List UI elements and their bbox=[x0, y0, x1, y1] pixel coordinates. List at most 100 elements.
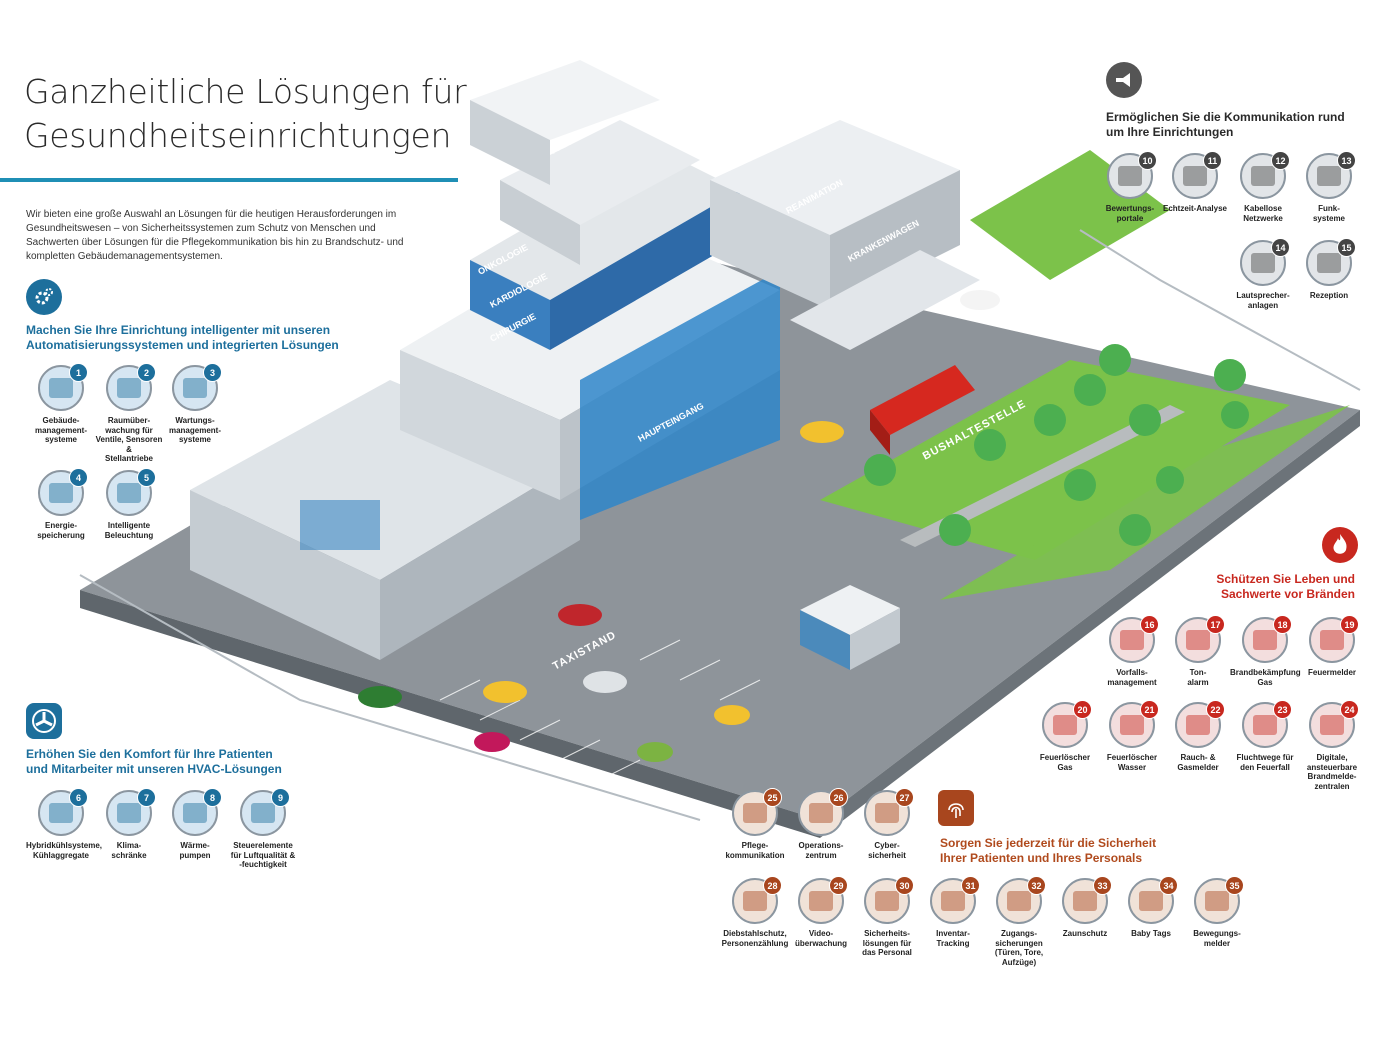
item-number-badge: 17 bbox=[1206, 615, 1225, 634]
fingerprint-icon bbox=[938, 790, 974, 826]
gears-icon bbox=[26, 279, 62, 315]
inventory-icon: 31 bbox=[930, 876, 980, 924]
server-icon: 27 bbox=[864, 788, 914, 836]
item-number-badge: 34 bbox=[1159, 876, 1178, 895]
fence bbox=[79, 229, 1361, 821]
park-right bbox=[940, 405, 1350, 600]
item-label: Feuerlöscher Wasser bbox=[1106, 753, 1158, 772]
access-control-icon: 32 bbox=[996, 876, 1046, 924]
smoke-detector-icon: 22 bbox=[1175, 700, 1225, 748]
item-label: Wartungs- management- systeme bbox=[168, 416, 221, 444]
radio-tower-icon: 13 bbox=[1306, 151, 1356, 199]
item-number-badge: 32 bbox=[1027, 876, 1046, 895]
title-line-2: Gesundheitseinrichtungen bbox=[24, 116, 452, 155]
trees bbox=[864, 344, 1249, 546]
ground-edge-right bbox=[820, 410, 1360, 838]
item-number-badge: 3 bbox=[203, 363, 222, 382]
lighting-icon: 5 bbox=[106, 468, 156, 516]
item-number-badge: 10 bbox=[1138, 151, 1157, 170]
security-heading: Sorgen Sie jederzeit für die Sicherheit … bbox=[940, 836, 1157, 865]
item-number-badge: 35 bbox=[1225, 876, 1244, 895]
air-quality-icon: 9 bbox=[240, 788, 290, 836]
bus bbox=[870, 365, 975, 455]
item-label: Echtzeit-Analyse bbox=[1162, 204, 1228, 213]
operations-icon: 26 bbox=[798, 788, 848, 836]
page-title: Ganzheitliche Lösungen für Gesundheitsei… bbox=[24, 70, 484, 158]
megaphone-icon bbox=[1106, 62, 1142, 98]
item-number-badge: 19 bbox=[1340, 615, 1359, 634]
item-label: Zugangs- sicherungen (Türen, Tore, Aufzü… bbox=[994, 929, 1044, 967]
realtime-analysis-icon: 11 bbox=[1172, 151, 1222, 199]
item-number-badge: 14 bbox=[1271, 238, 1290, 257]
sprinkler-gas-icon: 20 bbox=[1042, 700, 1092, 748]
reception-icon: 15 bbox=[1306, 238, 1356, 286]
item-label: Energie- speicherung bbox=[37, 521, 85, 540]
item-label: Wärme- pumpen bbox=[179, 841, 211, 860]
ground-edge bbox=[80, 590, 820, 838]
security-booth bbox=[800, 585, 900, 670]
fire-panel-icon: 24 bbox=[1309, 700, 1359, 748]
item-label: Pflege- kommunikation bbox=[725, 841, 785, 860]
item-label: Digitale, ansteuerbare Brandmelde- zentr… bbox=[1306, 753, 1358, 791]
cooling-icon: 6 bbox=[38, 788, 88, 836]
cars bbox=[358, 290, 1000, 762]
item-label: Feuerlöscher Gas bbox=[1039, 753, 1091, 772]
eas-gate-icon: 28 bbox=[732, 876, 782, 924]
item-label: Klima- schränke bbox=[111, 841, 147, 860]
item-label: Bewegungs- melder bbox=[1193, 929, 1241, 948]
item-number-badge: 11 bbox=[1203, 151, 1222, 170]
item-number-badge: 24 bbox=[1340, 700, 1359, 719]
right-building bbox=[710, 120, 980, 350]
item-number-badge: 28 bbox=[763, 876, 782, 895]
item-label: Sicherheits- lösungen für das Personal bbox=[862, 929, 912, 957]
fence-icon: 33 bbox=[1062, 876, 1112, 924]
baby-tag-icon: 34 bbox=[1128, 876, 1178, 924]
intro-text: Wir bieten eine große Auswahl an Lösunge… bbox=[26, 209, 404, 262]
incident-icon: 16 bbox=[1109, 615, 1159, 663]
item-number-badge: 2 bbox=[137, 363, 156, 382]
item-number-badge: 13 bbox=[1337, 151, 1356, 170]
title-underline bbox=[0, 178, 458, 182]
item-number-badge: 8 bbox=[203, 788, 222, 807]
item-label: Inventar- Tracking bbox=[936, 929, 970, 948]
title-line-1: Ganzheitliche Lösungen für bbox=[24, 72, 467, 111]
maintenance-icon: 3 bbox=[172, 363, 222, 411]
fire-detector-icon: 19 bbox=[1309, 615, 1359, 663]
fan-icon bbox=[26, 703, 62, 739]
automation-heading: Machen Sie Ihre Einrichtung intelligente… bbox=[26, 323, 339, 352]
item-label: Funk- systeme bbox=[1312, 204, 1346, 223]
item-number-badge: 7 bbox=[137, 788, 156, 807]
item-number-badge: 5 bbox=[137, 468, 156, 487]
item-number-badge: 20 bbox=[1073, 700, 1092, 719]
speaker-icon: 14 bbox=[1240, 238, 1290, 286]
item-label: Operations- zentrum bbox=[798, 841, 844, 860]
item-number-badge: 18 bbox=[1273, 615, 1292, 634]
item-number-badge: 15 bbox=[1337, 238, 1356, 257]
park-path bbox=[900, 405, 1185, 547]
item-label: Rezeption bbox=[1309, 291, 1349, 300]
fire-heading: Schützen Sie Leben und Sachwerte vor Brä… bbox=[1216, 572, 1355, 601]
item-label: Zaunschutz bbox=[1062, 929, 1108, 938]
hospital-illustration: PÄDIATRIE ONKOLOGIE KARDIOLOGIE CHIRURGI… bbox=[79, 60, 1361, 838]
